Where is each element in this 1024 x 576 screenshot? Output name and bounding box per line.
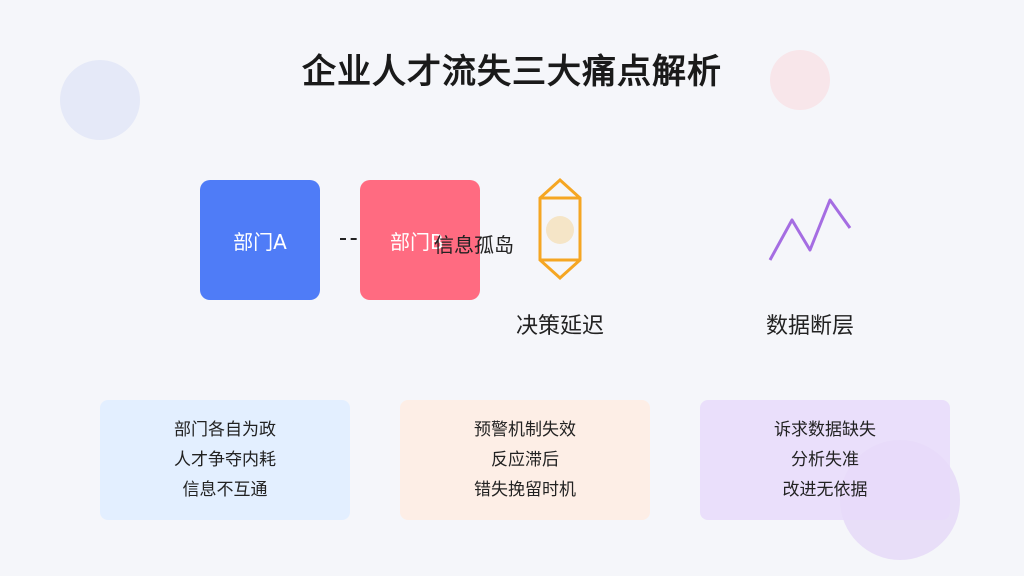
pain-point-card-silos: 部门各自为政 人才争夺内耗 信息不互通 [100,400,350,520]
card-line: 部门各自为政 [174,420,276,440]
department-b-label: 部门B [390,229,444,254]
zigzag-line-icon [768,198,852,261]
info-island-label: 信息孤岛 [434,233,514,257]
card-line: 诉求数据缺失 [774,420,876,440]
card-line: 分析失准 [791,450,859,470]
pain-point-card-delay: 预警机制失效 反应滞后 错失挽留时机 [400,400,650,520]
card-line: 错失挽留时机 [474,480,576,500]
department-b-box: 部门B [360,180,480,300]
page-title: 企业人才流失三大痛点解析 [302,52,722,92]
card-line: 改进无依据 [782,480,868,500]
dashed-connector [340,238,378,240]
decor-circle-pink [770,50,830,110]
card-line: 反应滞后 [491,450,559,470]
department-a-box: 部门A [200,180,320,300]
decor-circle-blue [60,60,140,140]
card-line: 信息不互通 [182,480,268,500]
decision-delay-label: 决策延迟 [515,314,604,339]
card-line: 预警机制失效 [474,420,576,440]
hourglass-icon [538,177,582,281]
department-a-label: 部门A [233,229,287,254]
data-gap-label: 数据断层 [765,314,854,339]
card-line: 人才争夺内耗 [174,450,276,470]
pain-point-card-data: 诉求数据缺失 分析失准 改进无依据 [700,400,950,520]
